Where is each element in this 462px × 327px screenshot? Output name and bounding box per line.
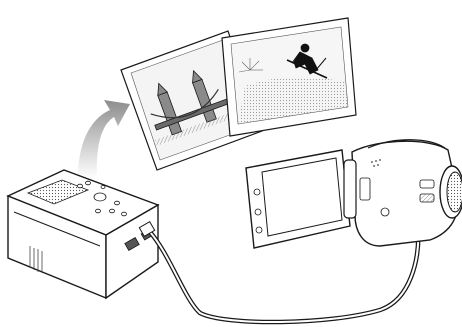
photo-printer-icon [8,170,158,298]
camcorder-icon [246,140,462,248]
skier-photo-icon [222,18,356,136]
output-arrow-icon [78,100,130,178]
